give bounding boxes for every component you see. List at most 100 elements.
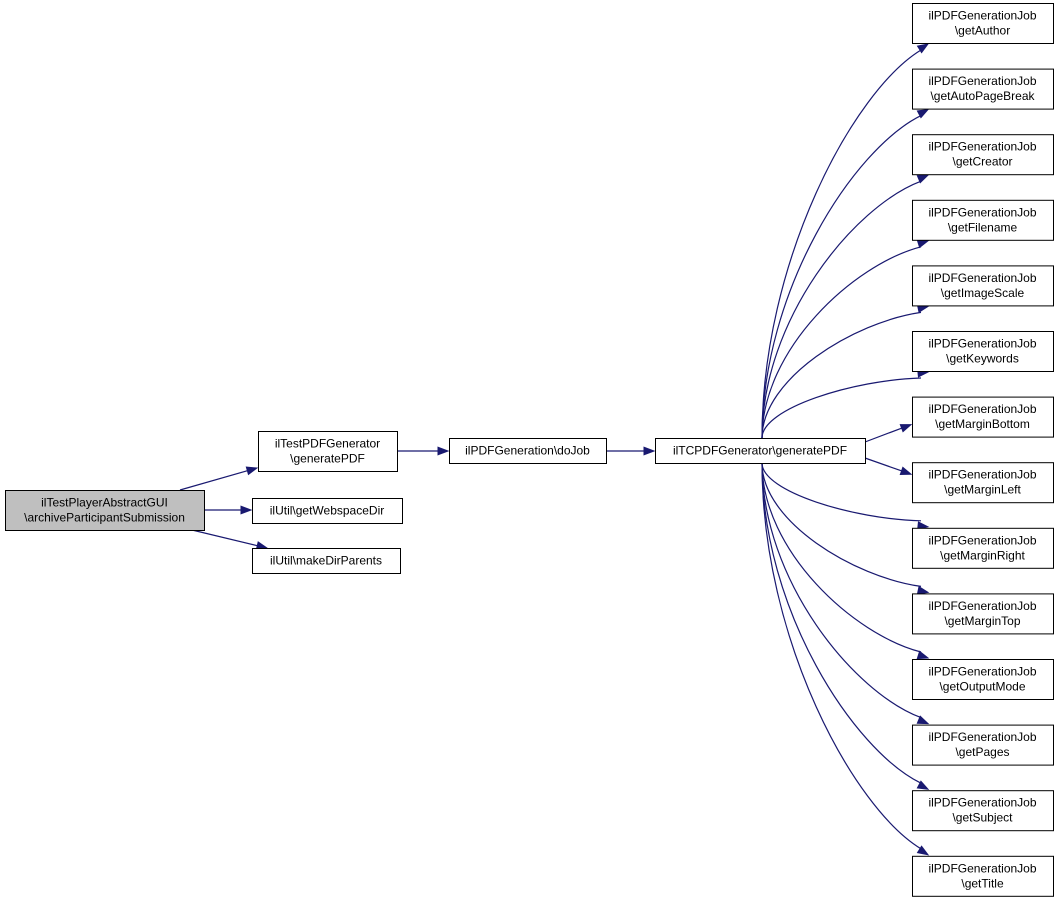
node-label-line: \archiveParticipantSubmission (24, 511, 185, 525)
node-box (912, 199, 1054, 241)
edge-root-to-makedir (191, 529, 259, 547)
edge-tcpdf-to-getMarginTop-arrowhead (916, 585, 930, 595)
node-getTitle[interactable]: ilPDFGenerationJob\getTitle (912, 855, 1054, 897)
edge-tcpdf-to-getPages-arrowhead (916, 715, 930, 725)
edge-tcpdf-to-getAuthor-arrowhead (916, 43, 930, 54)
node-box (912, 3, 1054, 44)
call-graph-edges (179, 43, 930, 856)
edge-tcpdf-to-getSubject-arrowhead (916, 780, 930, 790)
node-dojob[interactable]: ilPDFGeneration\doJob (449, 438, 607, 464)
node-getSubject[interactable]: ilPDFGenerationJob\getSubject (912, 790, 1054, 832)
node-makedir[interactable]: ilUtil\makeDirParents (252, 548, 401, 574)
node-testpdf[interactable]: ilTestPDFGenerator\generatePDF (258, 431, 398, 472)
edge-tcpdf-to-getKeywords (761, 377, 922, 439)
edge-tcpdf-to-getOutputMode-arrowhead (916, 650, 930, 660)
edge-tcpdf-to-getTitle (761, 462, 922, 850)
edge-tcpdf-to-getMarginBottom-arrowhead (899, 424, 913, 433)
node-label-line: \generatePDF (290, 452, 365, 466)
node-getMarginRight[interactable]: ilPDFGenerationJob\getMarginRight (912, 527, 1054, 569)
node-box (912, 331, 1054, 372)
node-label-line: ilUtil\makeDirParents (270, 554, 382, 568)
node-label-line: ilPDFGenerationJob (928, 271, 1036, 285)
node-box (912, 724, 1054, 766)
node-box (252, 498, 403, 524)
edge-tcpdf-to-getMarginTop (761, 462, 922, 587)
node-getOutputMode[interactable]: ilPDFGenerationJob\getOutputMode (912, 659, 1054, 700)
node-tcpdf[interactable]: ilTCPDFGenerator\generatePDF (655, 438, 866, 464)
node-label-line: \getOutputMode (939, 680, 1025, 694)
node-box (912, 396, 1054, 438)
node-box (258, 431, 398, 472)
edge-tcpdf-to-getSubject (761, 462, 922, 784)
edge-root-to-testpdf (179, 469, 249, 491)
node-label-line: ilPDFGenerationJob (928, 730, 1036, 744)
node-label-line: ilPDFGenerationJob (928, 9, 1036, 23)
node-box (912, 134, 1054, 176)
node-box (449, 438, 607, 464)
node-box (252, 548, 401, 574)
node-getCreator[interactable]: ilPDFGenerationJob\getCreator (912, 134, 1054, 176)
node-label-line: ilPDFGenerationJob (928, 599, 1036, 613)
node-getAutoPageBreak[interactable]: ilPDFGenerationJob\getAutoPageBreak (912, 68, 1054, 110)
node-label-line: \getMarginTop (944, 614, 1020, 628)
node-label-line: ilPDFGenerationJob (928, 337, 1036, 351)
edge-tcpdf-to-getMarginRight (761, 462, 922, 522)
node-label-line: \getPages (955, 745, 1009, 759)
edge-tcpdf-to-getAutoPageBreak (761, 115, 922, 439)
edge-tcpdf-to-getFilename-arrowhead (916, 239, 930, 249)
call-graph-nodes: ilTestPlayerAbstractGUI\archiveParticipa… (5, 3, 1054, 897)
node-webspace[interactable]: ilUtil\getWebspaceDir (252, 498, 403, 524)
node-box (655, 438, 866, 464)
node-getFilename[interactable]: ilPDFGenerationJob\getFilename (912, 199, 1054, 241)
node-getKeywords[interactable]: ilPDFGenerationJob\getKeywords (912, 331, 1054, 372)
node-label-line: ilPDFGeneration\doJob (465, 444, 590, 458)
node-label-line: ilPDFGenerationJob (928, 468, 1036, 482)
node-label-line: \getAuthor (955, 24, 1010, 38)
edge-tcpdf-to-getMarginBottom (864, 427, 903, 443)
node-getMarginLeft[interactable]: ilPDFGenerationJob\getMarginLeft (912, 462, 1054, 504)
node-getMarginTop[interactable]: ilPDFGenerationJob\getMarginTop (912, 593, 1054, 635)
node-root[interactable]: ilTestPlayerAbstractGUI\archiveParticipa… (5, 490, 205, 531)
node-label-line: \getFilename (948, 220, 1018, 234)
node-label-line: \getCreator (952, 155, 1012, 169)
edge-tcpdf-to-getMarginLeft (864, 457, 903, 472)
node-label-line: ilPDFGenerationJob (928, 533, 1036, 547)
node-getMarginBottom[interactable]: ilPDFGenerationJob\getMarginBottom (912, 396, 1054, 438)
edge-tcpdf-to-getCreator (761, 180, 922, 439)
node-label-line: ilPDFGenerationJob (928, 861, 1036, 875)
node-label-line: \getKeywords (946, 352, 1019, 366)
node-label-line: \getMarginRight (940, 548, 1025, 562)
node-label-line: ilPDFGenerationJob (928, 402, 1036, 416)
node-box (912, 659, 1054, 700)
node-getImageScale[interactable]: ilPDFGenerationJob\getImageScale (912, 265, 1054, 307)
node-label-line: \getTitle (961, 876, 1004, 890)
edge-testpdf-to-dojob-arrowhead (437, 446, 450, 456)
node-label-line: ilPDFGenerationJob (928, 140, 1036, 154)
node-box (912, 593, 1054, 635)
node-label-line: \getMarginBottom (935, 417, 1030, 431)
node-label-line: ilPDFGenerationJob (928, 665, 1036, 679)
edge-tcpdf-to-getAutoPageBreak-arrowhead (916, 108, 930, 119)
node-label-line: ilTCPDFGenerator\generatePDF (673, 444, 847, 458)
node-getAuthor[interactable]: ilPDFGenerationJob\getAuthor (912, 3, 1054, 44)
node-label-line: ilTestPDFGenerator (275, 437, 380, 451)
node-box (912, 855, 1054, 897)
node-label-line: ilUtil\getWebspaceDir (270, 504, 385, 518)
edge-tcpdf-to-getCreator-arrowhead (916, 174, 930, 184)
node-label-line: ilPDFGenerationJob (928, 796, 1036, 810)
node-getPages[interactable]: ilPDFGenerationJob\getPages (912, 724, 1054, 766)
node-label-line: \getImageScale (941, 286, 1025, 300)
node-box (912, 265, 1054, 307)
node-label-line: ilPDFGenerationJob (928, 205, 1036, 219)
node-box (5, 490, 205, 531)
node-box (912, 462, 1054, 504)
edge-root-to-testpdf-arrowhead (245, 466, 259, 476)
node-label-line: \getSubject (952, 811, 1013, 825)
edge-tcpdf-to-getOutputMode (761, 462, 922, 653)
node-label-line: \getAutoPageBreak (930, 89, 1035, 103)
node-box (912, 790, 1054, 832)
edge-tcpdf-to-getFilename (761, 246, 922, 439)
edge-tcpdf-to-getImageScale (761, 311, 922, 439)
edge-dojob-to-tcpdf-arrowhead (643, 446, 656, 456)
